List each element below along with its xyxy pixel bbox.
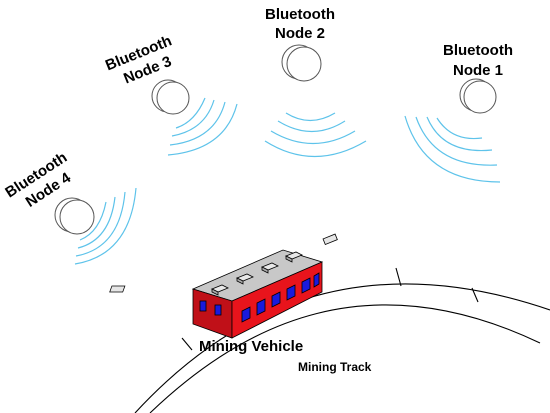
vehicle-window <box>199 300 207 312</box>
node-2-label-line1: Bluetooth <box>265 6 335 23</box>
node-1-label-line2: Node 1 <box>453 62 503 79</box>
node-2-label: Bluetooth Node 2 <box>265 6 335 42</box>
node-1-label: Bluetooth Node 1 <box>443 42 513 79</box>
node-2-device <box>281 44 322 82</box>
vehicle-window <box>301 277 311 294</box>
vehicle-window <box>271 291 281 308</box>
node-1-signal-waves <box>404 115 501 183</box>
node-3-signal-waves <box>167 97 238 156</box>
node-2-signal-waves <box>264 112 367 157</box>
vehicle-window <box>256 298 266 316</box>
node-4-device <box>54 197 95 235</box>
mining-vehicle-label: Mining Vehicle <box>199 338 303 355</box>
node-3-device <box>151 79 190 115</box>
node-1-device <box>459 78 497 114</box>
node-1-label-line1: Bluetooth <box>443 42 513 59</box>
vehicle-window <box>313 272 320 288</box>
vehicle-window <box>241 306 251 323</box>
roof-vents <box>109 233 338 293</box>
vehicle-window <box>286 284 296 301</box>
roof-vents-top <box>211 251 303 296</box>
vehicle-window <box>214 304 222 316</box>
node-2-label-line2: Node 2 <box>275 25 325 42</box>
node-4-signal-waves <box>74 187 137 265</box>
mining-track-label: Mining Track <box>298 360 372 374</box>
